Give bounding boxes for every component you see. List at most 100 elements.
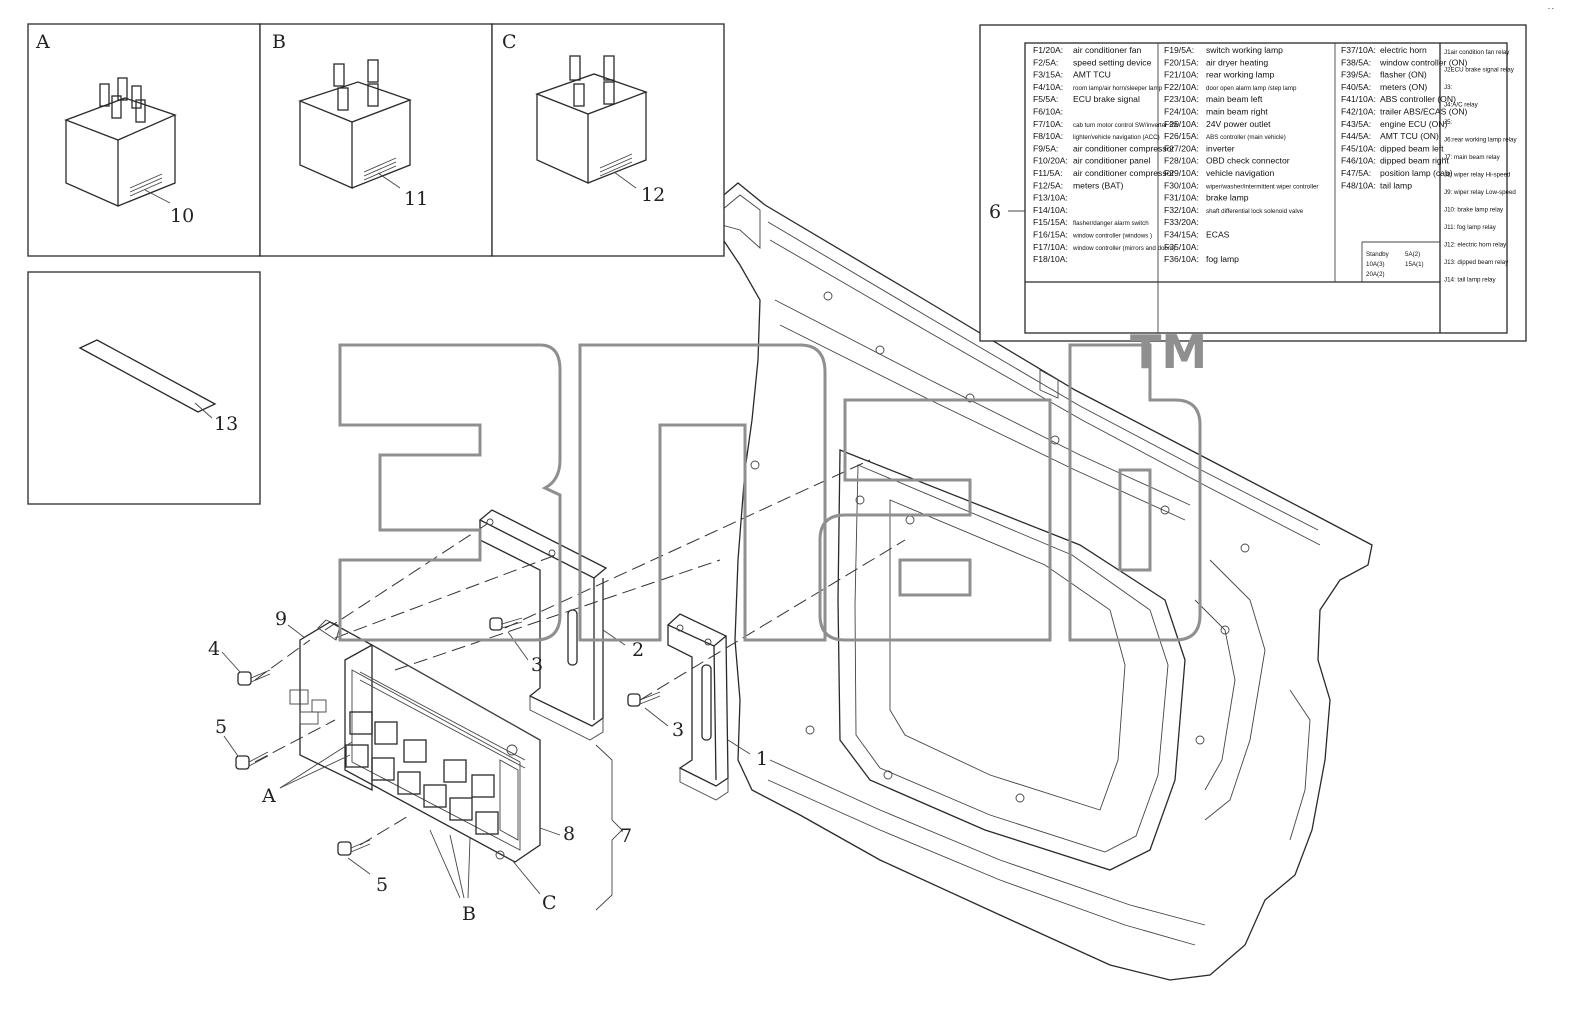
fuse-description: room lamp/air horn/sleeper lamp (1073, 85, 1163, 92)
fuse-code: F20/15A: (1164, 57, 1199, 67)
relay-panel-b: B 11 (259, 23, 493, 257)
fuse-description: ECAS (1206, 230, 1230, 240)
fuse-code: F25/10A: (1164, 119, 1199, 129)
callout-10: 10 (170, 205, 194, 227)
corner-mark: - - (1548, 5, 1554, 12)
fuse-code: F7/10A: (1033, 119, 1063, 129)
fuse-description: air conditioner compressor (1073, 143, 1174, 153)
relay-entry: J5: (1444, 119, 1453, 126)
bracket-1 (666, 613, 751, 801)
fuse-code: F28/10A: (1164, 156, 1199, 166)
fuse-code: F27/20A: (1164, 143, 1199, 153)
relay-entry: J3: (1444, 84, 1453, 91)
fuse-code: F19/5A: (1164, 45, 1194, 55)
fuse-code: F3/15A: (1033, 70, 1063, 80)
relay-entry: J2ECU brake signal relay (1444, 67, 1515, 74)
screw-4 (221, 651, 271, 686)
fuse-code: F9/5A: (1033, 143, 1058, 153)
fuse-description: rear working lamp (1206, 70, 1275, 80)
fuse-code: F48/10A: (1341, 180, 1376, 190)
fuse-description: vehicle navigation (1206, 168, 1275, 178)
fuse-code: F22/10A: (1164, 82, 1199, 92)
alignment-lines (254, 459, 906, 846)
callout-a: A (261, 785, 276, 807)
fuse-description: fog lamp (1206, 254, 1239, 264)
fuse-description: lighter/vehicle navigation (ACC) (1073, 134, 1160, 141)
callout-9: 9 (275, 608, 287, 630)
fuse-description: flasher/danger alarm switch (1073, 220, 1149, 227)
fuse-code: F33/20A: (1164, 217, 1199, 227)
fuse-description: tail lamp (1380, 180, 1412, 190)
fuse-description: ECU brake signal (1073, 94, 1140, 104)
fuse-code: F43/5A: (1341, 119, 1371, 129)
fuse-code: F2/5A: (1033, 57, 1058, 67)
standby-label: Standby (1366, 251, 1390, 258)
label-sticker-13 (78, 339, 217, 413)
relay-entry: J13: dipped beam relay (1444, 259, 1509, 266)
fuse-description: dipped beam left (1380, 143, 1444, 153)
screw-5b (337, 839, 371, 875)
fuse-code: F47/5A: (1341, 168, 1371, 178)
fuse-description: air dryer heating (1206, 57, 1268, 67)
callout-2: 2 (632, 639, 644, 661)
fuse-code: F12/5A: (1033, 180, 1063, 190)
relay-entry: J12: electric horn relay (1444, 242, 1507, 249)
relay-entry: J4:A/C relay (1444, 102, 1479, 109)
fuse-description: ABS controller (main vehicle) (1206, 134, 1286, 141)
fuse-code: F36/10A: (1164, 254, 1199, 264)
fuse-code: F13/10A: (1033, 193, 1068, 203)
fuse-code: F30/10A: (1164, 180, 1199, 190)
fuse-description: engine ECU (ON) (1380, 119, 1447, 129)
fuse-code: F31/10A: (1164, 193, 1199, 203)
callout-3a: 3 (531, 654, 543, 676)
fuse-code: F44/5A: (1341, 131, 1371, 141)
fuse-description: switch working lamp (1206, 45, 1283, 55)
cab-frame-outline (711, 182, 1373, 981)
fuse-description: cab turn motor control SW/inverter SW (1073, 122, 1179, 129)
fuse-code: F16/15A: (1033, 230, 1068, 240)
fuse-description: air conditioner compressor (1073, 168, 1174, 178)
fuse-code: F6/10A: (1033, 107, 1063, 117)
callout-7: 7 (620, 825, 632, 847)
fuse-description: wiper/washer/intermittent wiper controll… (1205, 183, 1318, 190)
fuse-description: shaft differential lock solenoid valve (1206, 208, 1304, 215)
label-panel: 13 (27, 271, 261, 505)
callout-4: 4 (208, 638, 220, 660)
fuse-description: main beam left (1206, 94, 1263, 104)
fuse-code: F4/10A: (1033, 82, 1063, 92)
watermark-tm: TM (1130, 325, 1207, 379)
fuse-code: F26/15A: (1164, 131, 1199, 141)
fuse-description: electric horn (1380, 45, 1427, 55)
fuse-code: F32/10A: (1164, 205, 1199, 215)
fuse-description: main beam right (1206, 107, 1268, 117)
callout-3b: 3 (672, 719, 684, 741)
fuse-code: F11/5A: (1033, 168, 1062, 178)
fuse-description: trailer ABS/ECAS (ON) (1380, 107, 1468, 117)
callout-5a: 5 (215, 716, 227, 738)
callout-11: 11 (404, 188, 428, 210)
panel-letter: C (502, 31, 517, 53)
fuse-code: F46/10A: (1341, 156, 1376, 166)
relay-panel-a: A 10 (27, 23, 261, 257)
fuse-description: 24V power outlet (1206, 119, 1271, 129)
relay-entry: J11: fog lamp relay (1444, 224, 1497, 231)
fuse-code: F34/15A: (1164, 230, 1199, 240)
fuse-description: air conditioner panel (1073, 156, 1150, 166)
fuse-description: OBD check connector (1206, 156, 1290, 166)
bracket-2 (478, 509, 626, 741)
relay-entry: J14: tail lamp relay (1444, 277, 1496, 284)
fuse-description: inverter (1206, 143, 1235, 153)
screw-3b (627, 691, 669, 727)
fuse-description: flasher (ON) (1380, 70, 1427, 80)
callout-13: 13 (214, 413, 238, 435)
fuse-code: F45/10A: (1341, 143, 1376, 153)
fuse-description: window controller (windows ) (1072, 233, 1152, 240)
relay-entry: J1air condition fan relay (1444, 49, 1510, 56)
fuse-relay-table: 6 F1/20A:air conditioner fanF2/5A:speed … (979, 24, 1527, 342)
fuse-description: window controller (mirrors and doors) (1072, 245, 1175, 252)
